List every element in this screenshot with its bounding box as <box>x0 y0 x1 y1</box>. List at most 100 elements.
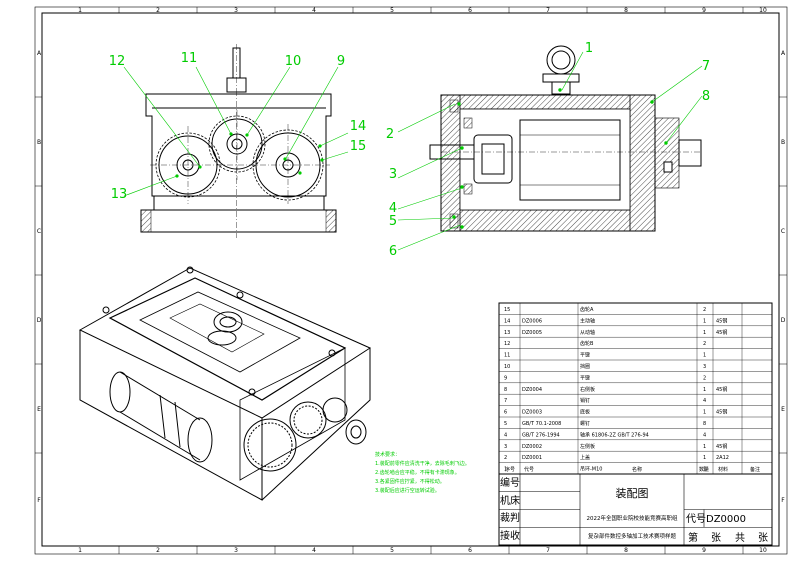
bom-header-mat: 材料 <box>718 466 728 473</box>
row-label: E <box>37 406 41 413</box>
bom-cell-name: 挡圈 <box>580 363 590 370</box>
balloon-number: 10 <box>285 54 302 69</box>
bom-cell-name: 平键 <box>580 352 590 359</box>
drawing-border <box>34 6 788 555</box>
col-label: 10 <box>759 7 767 14</box>
col-label: 3 <box>234 7 238 14</box>
balloon-number: 14 <box>350 119 367 134</box>
bom-cell-name: 底板 <box>580 409 590 416</box>
balloon-number: 9 <box>337 54 345 69</box>
row-label: A <box>37 50 42 57</box>
bom-cell-name: 从动轴 <box>580 329 595 336</box>
tech-note-line: 3.装配后应进行空运转试验。 <box>375 487 440 494</box>
isometric-view <box>78 266 372 501</box>
row-label: D <box>781 317 786 324</box>
side-section-view <box>429 45 702 232</box>
bom-cell-qty: 2 <box>703 375 706 381</box>
bom-cell-code: DZ0002 <box>522 444 542 450</box>
bom-cell-qty: 1 <box>703 330 706 336</box>
col-label: 4 <box>312 7 316 14</box>
bom-cell-name: 主动轴 <box>580 317 595 324</box>
bom-cell-qty: 2 <box>703 307 706 313</box>
title-label-number: 编号 <box>500 476 520 489</box>
balloon-number: 11 <box>181 51 198 66</box>
bom-cell-name: 吊环-M10 <box>580 467 602 473</box>
bom-cell-no: 13 <box>504 330 510 336</box>
bom-cell-no: 6 <box>504 410 507 416</box>
balloon-number: 7 <box>702 59 710 74</box>
bom-header-note: 备注 <box>750 466 760 473</box>
col-label: 7 <box>546 547 550 554</box>
row-label: D <box>37 317 42 324</box>
bom-cell-mat: 2A12 <box>716 455 729 461</box>
col-label: 1 <box>78 7 82 14</box>
drawing-code-label: 代号 <box>686 513 706 525</box>
bom-cell-name: 销钉 <box>580 397 590 404</box>
row-label: B <box>37 139 41 146</box>
balloon-number: 1 <box>585 41 593 56</box>
bom-cell-no: 10 <box>504 364 510 370</box>
col-label: 4 <box>312 547 316 554</box>
front-view <box>140 44 337 238</box>
bom-cell-name: 上盖 <box>580 454 590 461</box>
balloon-number: 12 <box>109 54 126 69</box>
bom-cell-name: 平键 <box>580 374 590 381</box>
bom-cell-qty: 1 <box>703 318 706 324</box>
bom-cell-no: 1 <box>504 467 507 473</box>
bom-cell-qty: 4 <box>703 398 706 404</box>
bom-header: 序号 代号 名称 数量 材料 备注 <box>505 466 760 473</box>
bom-cell-qty: 3 <box>703 364 706 370</box>
row-label: C <box>781 228 785 235</box>
balloon-number: 6 <box>389 244 397 259</box>
sheet-label: 张 <box>758 532 768 544</box>
technical-notes: 技术要求： 1.装配前零件应清洗干净，去除毛刺飞边。 2.齿轮啮合应平稳，不得有… <box>375 451 470 494</box>
col-label: 5 <box>390 7 394 14</box>
bom-cell-no: 15 <box>504 307 510 313</box>
row-label: C <box>37 228 41 235</box>
col-label: 2 <box>156 547 160 554</box>
bom-header-qty: 数量 <box>699 466 709 473</box>
bom-cell-name: 齿轮A <box>580 306 594 313</box>
col-label: 10 <box>759 547 767 554</box>
sheet-label: 张 <box>711 532 721 544</box>
bom-cell-qty: 1 <box>703 455 706 461</box>
col-label: 9 <box>702 7 706 14</box>
drawing-code-value: DZ0000 <box>706 514 746 525</box>
bom-cell-no: 12 <box>504 341 510 347</box>
drawing-title: 装配图 <box>616 487 649 500</box>
bom-cell-qty: 2 <box>703 341 706 347</box>
col-label: 6 <box>468 7 472 14</box>
bom-cell-code: DZ0003 <box>522 410 542 416</box>
bom-cell-name: 齿轮B <box>580 340 594 347</box>
bom-header-name: 名称 <box>632 466 642 473</box>
row-label: F <box>37 497 41 504</box>
balloon-leaders <box>123 51 703 251</box>
tech-note-line: 2.齿轮啮合应平稳，不得有卡滞现象。 <box>375 469 460 476</box>
row-label: E <box>781 406 785 413</box>
bom-cell-name: 轴承 61806-2Z GB/T 276-94 <box>580 431 649 438</box>
event-line-2: 复杂部件数控多轴加工技术赛项样题 <box>588 532 677 540</box>
col-label: 7 <box>546 7 550 14</box>
title-label-machine: 机床 <box>500 494 520 507</box>
bom-cell-mat: 45钢 <box>716 409 727 416</box>
col-label: 9 <box>702 547 706 554</box>
bom-cell-name: 螺钉 <box>580 420 590 427</box>
tech-note-line: 3.各紧固件应拧紧，不得松动。 <box>375 478 445 485</box>
bom-cell-mat: 45钢 <box>716 443 727 450</box>
balloon-number: 2 <box>386 127 394 142</box>
bom-header-code: 代号 <box>524 466 534 473</box>
col-label: 5 <box>390 547 394 554</box>
balloon-number: 5 <box>389 214 397 229</box>
bom-cell-qty: 4 <box>703 432 706 438</box>
bom-cell-mat: 45钢 <box>716 329 727 336</box>
bom-table <box>498 302 773 475</box>
bom-cell-no: 3 <box>504 444 507 450</box>
bom-cell-mat: 45钢 <box>716 317 727 324</box>
tech-note-line: 1.装配前零件应清洗干净，去除毛刺飞边。 <box>375 460 470 467</box>
bom-header-no: 序号 <box>505 466 515 473</box>
bom-cell-code: GB/T 276-1994 <box>522 432 560 438</box>
bom-cell-code: DZ0001 <box>522 455 542 461</box>
bom-cell-qty: 1 <box>703 467 706 473</box>
